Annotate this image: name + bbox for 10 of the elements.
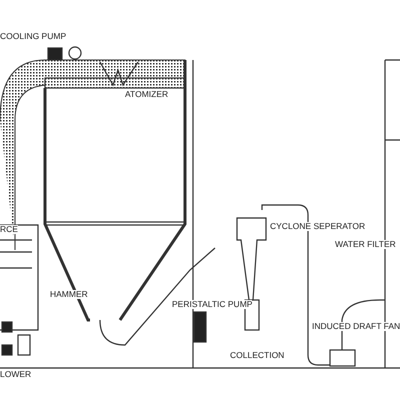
part-label: COOLING PUMP xyxy=(0,32,66,40)
part-label: PERISTALTIC PUMP xyxy=(172,300,252,308)
part-label: WATER FILTER xyxy=(335,240,396,248)
part-label: ATOMIZER xyxy=(125,90,168,98)
part-label: COLLECTION xyxy=(230,351,284,360)
part-label: RCE xyxy=(0,225,18,234)
part-label: HAMMER xyxy=(50,290,88,298)
part-label: CYCLONE SEPERATOR xyxy=(270,222,366,230)
part-label: LOWER xyxy=(0,370,32,378)
part-label: INDUCED DRAFT FAN xyxy=(312,322,400,330)
